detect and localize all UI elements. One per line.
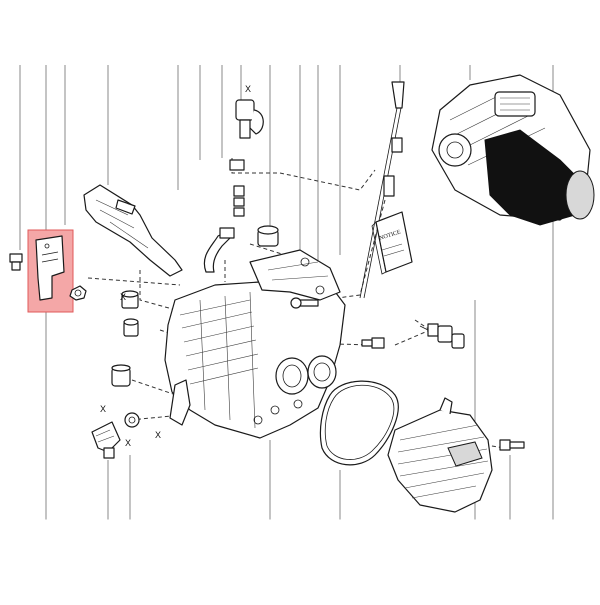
sensor-plug-top[interactable] <box>235 99 264 139</box>
reverse-light-switch[interactable] <box>419 323 465 349</box>
cylinder-bush[interactable] <box>257 225 279 247</box>
nut-left[interactable] <box>69 285 87 301</box>
single-use-marks: X X X X X <box>100 84 251 448</box>
long-bracket-part[interactable] <box>83 184 183 277</box>
inset-gearbox-illustration <box>431 74 595 226</box>
drain-plug-bolt[interactable] <box>361 337 385 349</box>
mark-x-top: X <box>245 84 251 94</box>
gasket-ring[interactable] <box>319 380 399 466</box>
rear-cover[interactable] <box>387 397 493 513</box>
bushing-column[interactable] <box>121 290 139 337</box>
dipstick-rod[interactable] <box>359 81 405 299</box>
sleeve-lower[interactable] <box>111 364 131 387</box>
breather-hose[interactable] <box>203 227 235 273</box>
mark-x-washer: X <box>155 430 161 440</box>
mark-x-bushing: X <box>120 292 126 302</box>
small-bolt-top[interactable] <box>290 297 319 309</box>
fitting-stack[interactable] <box>229 159 245 217</box>
gearbox-casing[interactable] <box>164 249 346 439</box>
selector-boot-assembly[interactable] <box>91 412 140 459</box>
cover-bolt[interactable] <box>499 439 525 451</box>
highlighted-bracket-part[interactable] <box>27 229 74 313</box>
bolt-left[interactable] <box>9 253 23 271</box>
notice-booklet: NOTICE <box>371 211 413 275</box>
mark-x-boot: X <box>125 438 131 448</box>
mark-x-selector: X <box>100 404 106 414</box>
